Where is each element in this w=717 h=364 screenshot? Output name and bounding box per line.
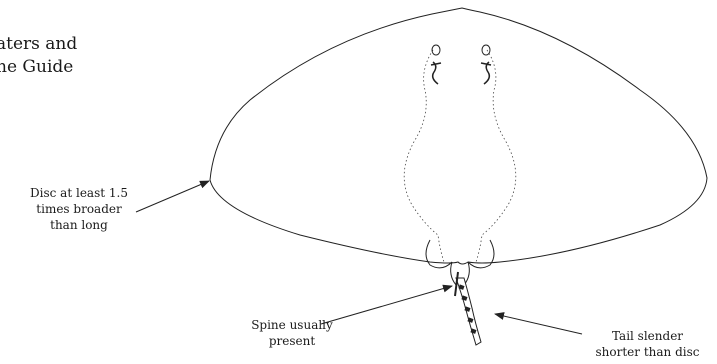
disc-arrow (136, 181, 209, 212)
tail-label: Tail slender shorter than disc (585, 328, 710, 360)
spine-label: Spine usually present (232, 317, 352, 349)
tail-arrow (495, 314, 582, 334)
left-clasper (451, 262, 456, 285)
disc-outline (210, 8, 707, 264)
disc-label: Disc at least 1.5 times broader than lon… (14, 185, 144, 233)
left-eye-icon (431, 45, 441, 84)
right-eye-icon (481, 45, 491, 84)
right-pelvic-fin (468, 240, 494, 268)
body-outline (404, 50, 516, 262)
left-pelvic-fin (426, 240, 452, 268)
